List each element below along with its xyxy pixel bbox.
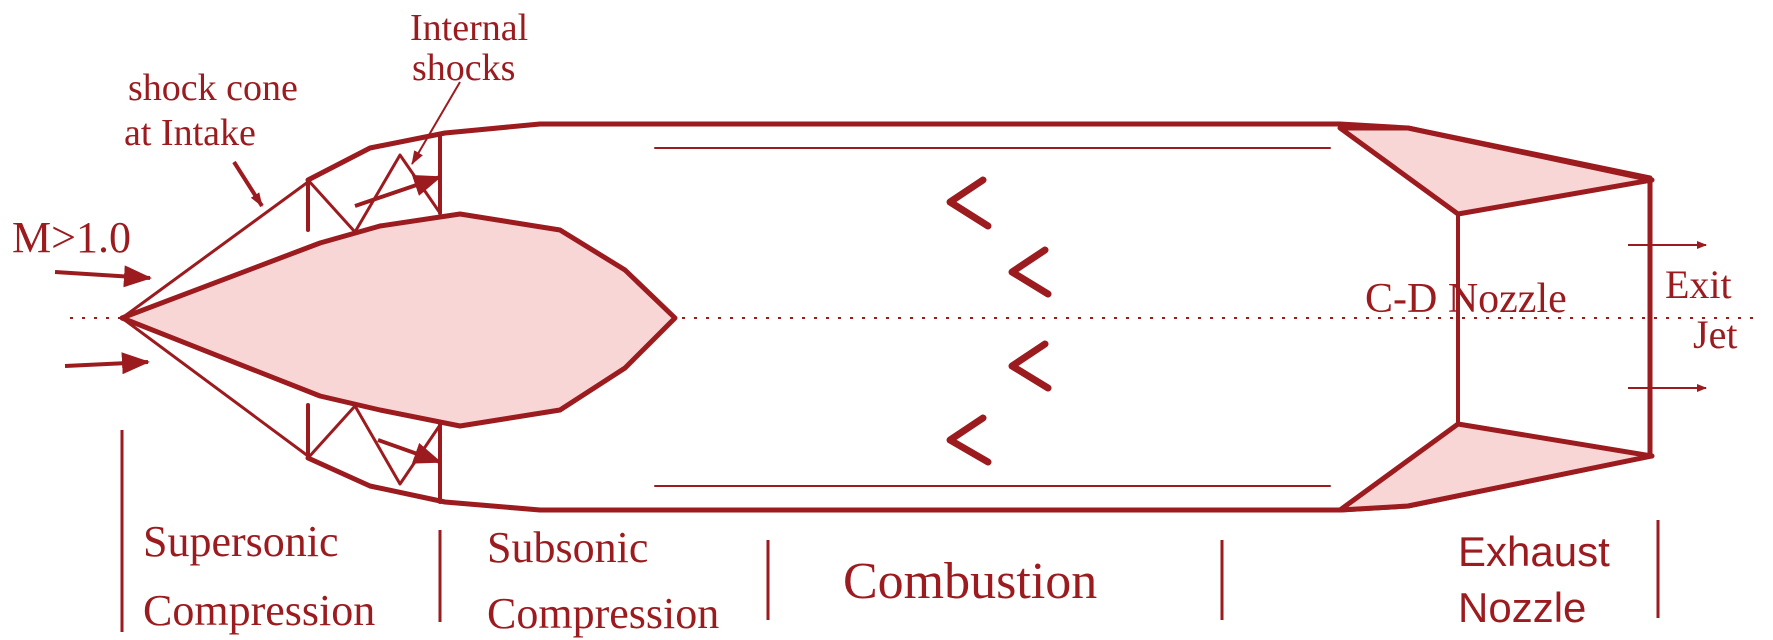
chevron-left-icon [1008,340,1052,392]
inflow-arrow-bottom [64,352,150,375]
chevron-left-icon [1008,246,1052,298]
internal-flow-arrow-bottom [377,438,442,464]
cd-nozzle-label: C-D Nozzle [1365,276,1567,322]
exit-jet-label: Exit Jet [1665,262,1742,357]
inflow-arrow-top [54,265,152,288]
flame-holders [946,176,1052,466]
exhaust-nozzle-label: Exhaust Nozzle [1458,528,1621,631]
combustion-label: Combustion [843,553,1097,610]
shock-cone-pointer [232,160,264,208]
internal-shocks-pointer [411,81,461,165]
chevron-left-icon [946,176,992,230]
internal-shocks-label: Internal shocks [410,7,538,89]
supersonic-compression-label: Supersonic Compression [143,517,375,635]
chevron-left-icon [946,414,992,466]
shock-cone-bottom [120,316,310,458]
subsonic-compression-label: Subsonic Compression [487,523,719,638]
mach-label: M>1.0 [12,213,131,262]
internal-flow-arrow-top [354,174,442,208]
shock-cone-label: shock cone at Intake [124,67,307,154]
cd-nozzle-top [1337,125,1655,217]
cd-nozzle-bottom [1337,421,1655,513]
shock-cone-top [120,180,310,320]
inlet-spike [119,211,678,429]
